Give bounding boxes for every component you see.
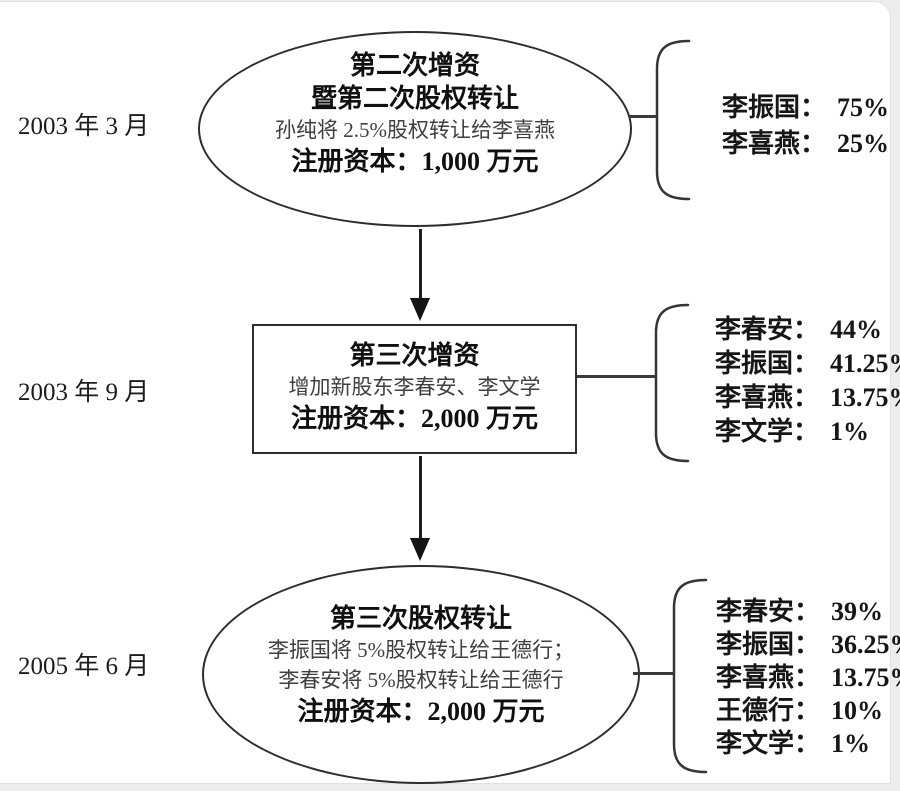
flow-arrow-2-shaft [419, 456, 422, 538]
shareholder-list-2: 李春安： 44% 李振国： 41.25% 李喜燕： 13.75% 李文学： 1% [715, 313, 900, 449]
flow-arrow-1-head [410, 298, 430, 321]
shareholder-row: 李喜燕： 25% [722, 126, 889, 162]
shareholder-row: 李振国： 75% [722, 90, 889, 126]
shareholder-pct: 13.75% [830, 383, 900, 412]
shareholder-pct: 13.75% [831, 663, 900, 692]
shareholder-row: 李振国： 41.25% [715, 347, 900, 381]
shareholder-name: 李振国： [716, 630, 821, 659]
shareholder-row: 李振国： 36.25% [716, 628, 900, 661]
flow-arrow-2-head [410, 538, 430, 561]
shareholder-row: 王德行： 10% [716, 694, 900, 727]
shareholder-list-1: 李振国： 75% 李喜燕： 25% [722, 90, 889, 162]
shareholder-name: 王德行： [716, 696, 821, 725]
shareholder-name: 李喜燕： [722, 129, 827, 158]
node-2-title: 第三次增资 [349, 341, 480, 370]
shareholder-pct: 75% [837, 93, 890, 122]
bracket-2 [654, 303, 690, 463]
node-1-capital: 注册资本：1,000 万元 [291, 147, 539, 176]
shareholder-pct: 36.25% [831, 630, 900, 659]
shareholder-pct: 1% [831, 729, 871, 758]
event-node-3-ellipse: 第三次股权转让 李振国将 5%股权转让给王德行； 李春安将 5%股权转让给王德行… [202, 565, 640, 784]
shareholder-pct: 1% [830, 417, 870, 446]
shareholder-name: 李振国： [715, 349, 820, 378]
timeline-date-2: 2003 年 9 月 [18, 379, 150, 406]
shareholder-name: 李春安： [716, 597, 821, 626]
shareholder-pct: 44% [830, 315, 883, 344]
event-node-2-rectangle: 第三次增资 增加新股东李春安、李文学 注册资本：2,000 万元 [252, 324, 577, 454]
connector-line-2 [577, 375, 656, 378]
node-1-detail: 孙纯将 2.5%股权转让给李喜燕 [275, 118, 555, 142]
shareholder-pct: 41.25% [830, 349, 900, 378]
shareholder-row: 李喜燕： 13.75% [715, 381, 900, 415]
node-1-title-line1: 第二次增资 [349, 51, 480, 80]
node-2-detail: 增加新股东李春安、李文学 [288, 375, 541, 399]
connector-line-1 [629, 115, 657, 118]
node-3-title: 第三次股权转让 [329, 604, 512, 633]
timeline-date-3: 2005 年 6 月 [18, 653, 150, 680]
connector-line-3 [633, 672, 674, 675]
event-node-1-ellipse: 第二次增资 暨第二次股权转让 孙纯将 2.5%股权转让给李喜燕 注册资本：1,0… [198, 31, 632, 227]
bracket-3 [672, 578, 708, 774]
shareholder-name: 李文学： [716, 729, 821, 758]
shareholder-name: 李喜燕： [715, 383, 820, 412]
shareholder-pct: 39% [831, 597, 884, 626]
shareholder-name: 李喜燕： [716, 663, 821, 692]
shareholder-row: 李春安： 44% [715, 313, 900, 347]
shareholder-row: 李文学： 1% [715, 415, 900, 449]
shareholder-name: 李文学： [715, 417, 820, 446]
node-3-capital: 注册资本：2,000 万元 [297, 697, 545, 726]
shareholder-name: 李春安： [715, 315, 820, 344]
shareholder-list-3: 李春安： 39% 李振国： 36.25% 李喜燕： 13.75% 王德行： 10… [716, 595, 900, 760]
node-3-detail-line1: 李振国将 5%股权转让给王德行； [267, 638, 575, 662]
shareholder-row: 李喜燕： 13.75% [716, 661, 900, 694]
timeline-date-1: 2003 年 3 月 [18, 113, 150, 140]
node-2-capital: 注册资本：2,000 万元 [290, 404, 538, 433]
node-3-detail-line2: 李春安将 5%股权转让给王德行 [278, 668, 564, 692]
shareholder-pct: 25% [837, 129, 890, 158]
shareholder-row: 李文学： 1% [716, 727, 900, 760]
node-1-title-line2: 暨第二次股权转让 [310, 84, 519, 113]
shareholder-row: 李春安： 39% [716, 595, 900, 628]
shareholder-name: 李振国： [722, 93, 827, 122]
shareholder-pct: 10% [831, 696, 884, 725]
flow-arrow-1-shaft [419, 229, 422, 299]
bracket-1 [655, 39, 691, 201]
